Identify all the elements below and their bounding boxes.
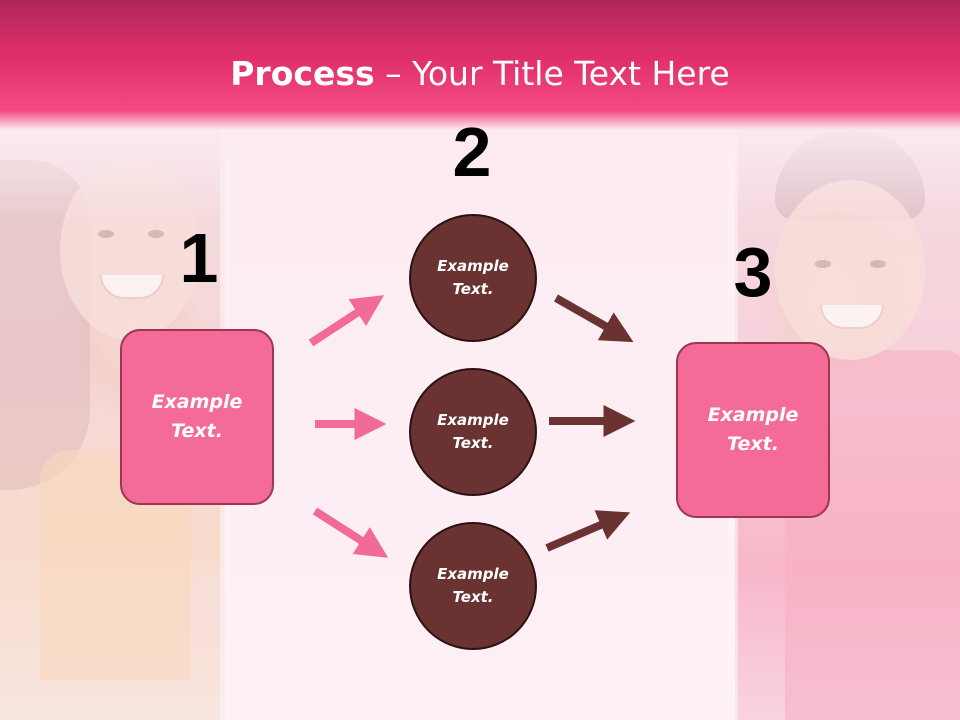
circle-bottom-label: Example Text. [437, 565, 509, 606]
circle-top-label: Example Text. [437, 257, 509, 298]
step-3-label: Example Text. [707, 404, 799, 455]
step-2-circle-middle: Example Text. [409, 368, 537, 496]
step-number-1: 1 [179, 219, 219, 297]
header-band [0, 0, 960, 130]
page-title: Process – Your Title Text Here [0, 52, 960, 96]
step-2-circle-bottom: Example Text. [409, 522, 537, 650]
step-number-3: 3 [733, 233, 773, 311]
circle-middle-label: Example Text. [437, 411, 509, 452]
title-bold: Process [230, 54, 375, 93]
step-1-box: Example Text. [120, 329, 274, 505]
step-2-circle-top: Example Text. [409, 214, 537, 342]
step-3-box: Example Text. [676, 342, 830, 518]
step-number-2: 2 [452, 113, 492, 191]
title-rest: – Your Title Text Here [374, 54, 730, 93]
step-1-label: Example Text. [151, 391, 243, 442]
